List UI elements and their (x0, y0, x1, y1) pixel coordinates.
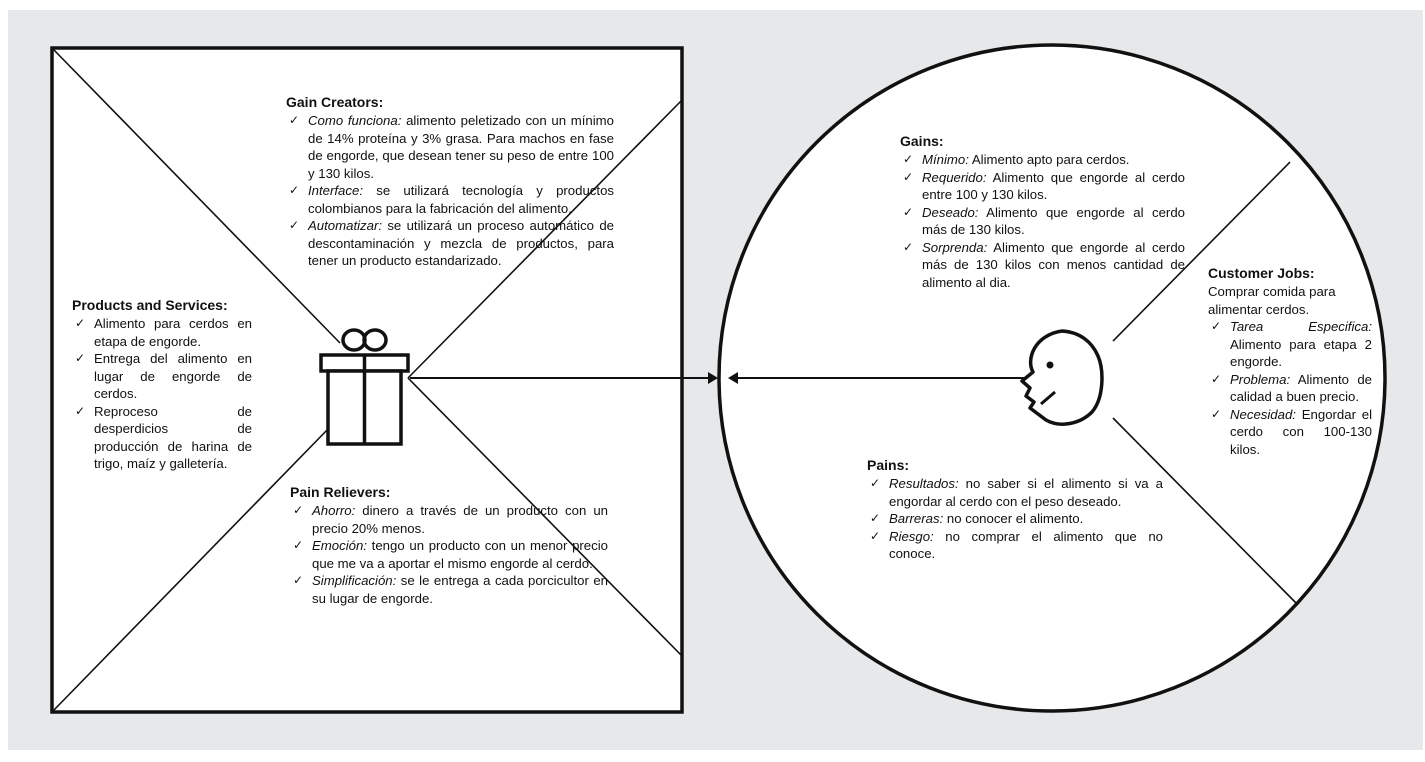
check-icon: ✓ (870, 528, 881, 543)
pain-relievers-list: ✓Ahorro: dinero a través de un producto … (290, 502, 608, 607)
divider-bottom-left (52, 426, 331, 712)
divider-upper (1112, 161, 1291, 342)
check-icon: ✓ (289, 113, 300, 127)
list-item: ✓Sorprenda: Alimento que engorde al cerd… (903, 239, 1185, 290)
arrow-head-right (708, 372, 718, 384)
products-services-title: Products and Services: (72, 297, 228, 313)
check-icon: ✓ (903, 169, 914, 184)
list-item: ✓Ahorro: dinero a través de un producto … (293, 503, 608, 536)
customer-jobs-title: Customer Jobs: (1208, 265, 1315, 281)
gains-list: ✓Mínimo: Alimento apto para cerdos. ✓Req… (900, 151, 1185, 291)
check-icon: ✓ (293, 503, 304, 517)
pains-section: Pains: ✓Resultados: no saber si el alime… (867, 456, 1163, 563)
arrow-head-left (728, 372, 738, 384)
check-icon: ✓ (75, 316, 86, 330)
check-icon: ✓ (289, 218, 300, 232)
check-icon: ✓ (293, 573, 304, 587)
list-item: ✓Simplificación: se le entrega a cada po… (293, 573, 608, 606)
pains-title: Pains: (867, 457, 910, 473)
customer-jobs-list: ✓Tarea Especifica: Alimento para etapa 2… (1208, 318, 1372, 458)
gain-creators-list: ✓Como funciona: alimento peletizado con … (286, 112, 614, 270)
list-item: ✓Barreras: no conocer el alimento. (870, 511, 1084, 526)
products-services-section: Products and Services: ✓Alimento para ce… (72, 296, 252, 473)
check-icon: ✓ (293, 538, 304, 552)
list-item: ✓Como funciona: alimento peletizado con … (289, 113, 615, 181)
list-item: ✓Reproceso de desperdicios de producción… (75, 403, 252, 472)
list-item: ✓Riesgo: no comprar el alimento que no c… (870, 528, 1163, 562)
check-icon: ✓ (1211, 406, 1222, 421)
pain-relievers-section: Pain Relievers: ✓Ahorro: dinero a través… (290, 483, 608, 607)
divider-bottom-right (407, 377, 683, 657)
list-item: ✓Alimento para cerdos en etapa de engord… (75, 316, 252, 349)
gains-section: Gains: ✓Mínimo: Alimento apto para cerdo… (900, 132, 1185, 291)
list-item: ✓Deseado: Alimento que engorde al cerdo … (903, 204, 1185, 238)
list-item: ✓Entrega del alimento en lugar de engord… (75, 351, 252, 401)
check-icon: ✓ (903, 204, 914, 219)
customer-jobs-intro: Comprar comida para alimentar cerdos. (1208, 284, 1336, 317)
check-icon: ✓ (870, 511, 881, 525)
list-item: ✓Automatizar: se utilizará un proceso au… (289, 218, 614, 268)
check-icon: ✓ (903, 239, 914, 254)
divider-top-left (52, 48, 341, 344)
list-item: ✓Necesidad: Engordar el cerdo con 100-13… (1211, 406, 1372, 457)
check-icon: ✓ (289, 183, 300, 197)
customer-jobs-section: Customer Jobs: Comprar comida para alime… (1208, 264, 1372, 458)
divider-top-right (407, 99, 683, 379)
products-services-list: ✓Alimento para cerdos en etapa de engord… (72, 315, 252, 473)
gift-icon (319, 328, 410, 446)
list-item: ✓Mínimo: Alimento apto para cerdos. (903, 152, 1130, 167)
list-item: ✓Problema: Alimento de calidad a buen pr… (1211, 371, 1372, 405)
list-item: ✓Resultados: no saber si el alimento si … (870, 476, 1163, 509)
face-icon (1020, 329, 1104, 426)
divider-lower (1112, 417, 1299, 606)
gains-title: Gains: (900, 133, 944, 149)
list-item: ✓Requerido: Alimento que engorde al cerd… (903, 169, 1185, 203)
check-icon: ✓ (870, 476, 881, 490)
pains-list: ✓Resultados: no saber si el alimento si … (867, 475, 1163, 563)
list-item: ✓Tarea Especifica: Alimento para etapa 2… (1211, 319, 1372, 369)
pain-relievers-title: Pain Relievers: (290, 484, 391, 500)
check-icon: ✓ (903, 152, 914, 166)
check-icon: ✓ (1211, 371, 1222, 386)
check-icon: ✓ (75, 403, 86, 418)
check-icon: ✓ (75, 351, 86, 365)
check-icon: ✓ (1211, 319, 1222, 333)
list-item: ✓Emoción: tengo un producto con un menor… (293, 538, 608, 571)
list-item: ✓Interface: se utilizará tecnología y pr… (289, 183, 614, 216)
gain-creators-title: Gain Creators: (286, 94, 384, 110)
gain-creators-section: Gain Creators: ✓Como funciona: alimento … (286, 93, 614, 270)
